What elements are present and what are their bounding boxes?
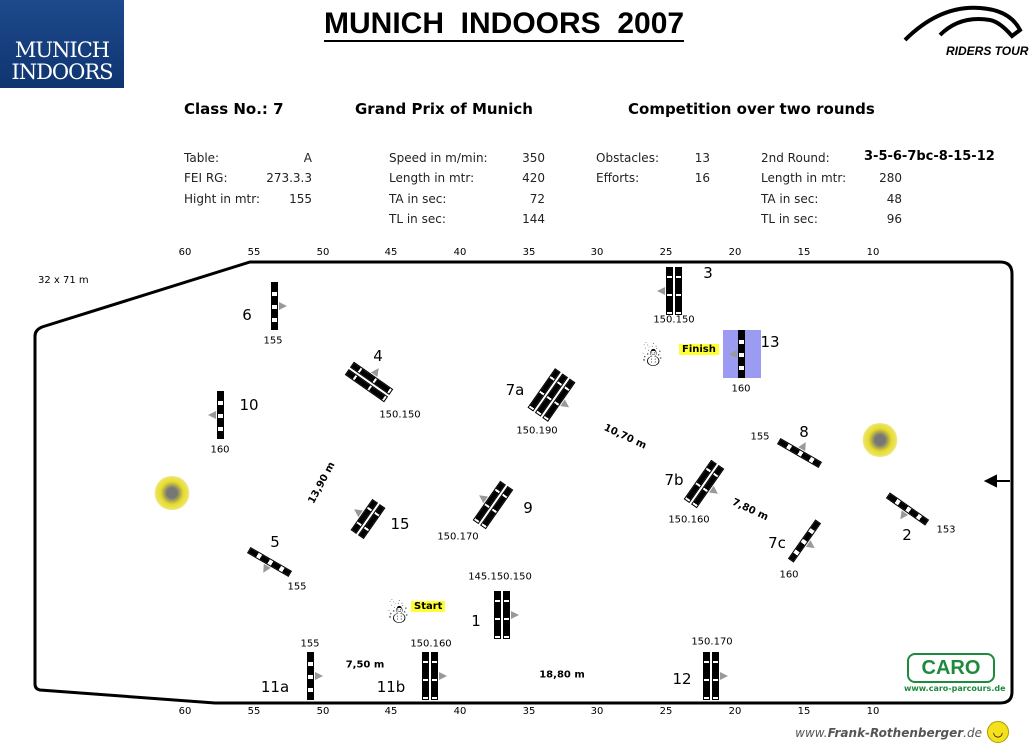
obstacle-13-height: 160 [731, 383, 751, 395]
obstacle-7a-height: 150.190 [516, 425, 558, 437]
page-title: MUNICH INDOORS 2007 [324, 7, 685, 42]
scale-tick-label: 55 [247, 247, 261, 258]
snowman-icon: ☃ [386, 600, 410, 630]
scale-tick-label: 30 [590, 247, 604, 258]
obstacle-7a-number: 7a [505, 381, 525, 399]
scale-tick-label: 35 [522, 706, 536, 717]
obstacle-3-height: 150.150 [653, 314, 695, 326]
scale-tick-label: 35 [522, 247, 536, 258]
obstacle-3-number: 3 [703, 264, 713, 282]
obstacle-2-number: 2 [902, 526, 912, 544]
distance-11a-11b: 7,50 m [345, 659, 385, 671]
obstacle-10-number: 10 [239, 396, 259, 414]
obstacle-6 [271, 282, 287, 330]
obstacle-11b [422, 652, 447, 700]
obstacle-11a [307, 652, 323, 700]
obstacle-13-number: 13 [760, 333, 780, 351]
obstacle-11a-height: 155 [300, 638, 320, 650]
caro-logo: CARO [907, 653, 995, 683]
distance-label: 18,80 m [539, 669, 585, 681]
obstacle-11b-height: 150.160 [410, 638, 452, 650]
obstacle-7b-height: 150.160 [668, 514, 710, 526]
scale-tick-label: 30 [590, 706, 604, 717]
obstacle-11b-number: 11b [376, 678, 406, 696]
obstacle-8-number: 8 [799, 423, 809, 441]
obstacle-9-number: 9 [523, 499, 533, 517]
obstacle-13 [729, 330, 745, 378]
obstacle-4-height: 150.150 [379, 409, 421, 421]
entrance-arrow-icon [983, 474, 1010, 488]
scale-tick-label: 60 [178, 706, 192, 717]
class-number: Class No.: 7 [184, 100, 284, 118]
snowman-icon: ☃ [640, 343, 664, 373]
obstacle-12-height: 150.170 [691, 636, 733, 648]
obstacle-12-number: 12 [672, 670, 692, 688]
scale-tick-label: 25 [659, 247, 673, 258]
scale-tick-label: 40 [453, 247, 467, 258]
competition-type: Competition over two rounds [628, 100, 875, 118]
scale-tick-label: 45 [384, 706, 398, 717]
scale-tick-label: 10 [866, 247, 880, 258]
scale-tick-label: 50 [316, 247, 330, 258]
obstacle-5-height: 155 [287, 581, 307, 593]
obstacle-9-height: 150.170 [437, 531, 479, 543]
scale-tick-label: 25 [659, 706, 673, 717]
credit-link[interactable]: www.Frank-Rothenberger.de [795, 726, 982, 740]
scale-tick-label: 45 [384, 247, 398, 258]
scale-tick-label: 20 [728, 247, 742, 258]
scale-tick-label: 20 [728, 706, 742, 717]
obstacle-7c-height: 160 [779, 569, 799, 581]
obstacle-11a-number: 11a [260, 678, 290, 696]
obstacle-15-number: 15 [390, 515, 410, 533]
obstacle-10 [208, 391, 224, 439]
scale-tick-label: 15 [797, 706, 811, 717]
obstacle-6-number: 6 [242, 306, 252, 324]
scale-tick-label: 50 [316, 706, 330, 717]
start-label: Start [411, 601, 446, 612]
bush-decoration [153, 476, 191, 510]
obstacle-7b-number: 7b [664, 471, 684, 489]
finish-label: Finish [679, 344, 719, 355]
obstacle-5-number: 5 [270, 533, 280, 551]
obstacle-1-number: 1 [471, 612, 481, 630]
smiley-icon: ◡ [987, 721, 1009, 743]
riders-tour-logo: RIDERS TOUR [946, 44, 1029, 58]
scale-tick-label: 15 [797, 247, 811, 258]
obstacle-10-height: 160 [210, 444, 230, 456]
caro-url: www.caro-parcours.de [904, 684, 1006, 693]
horse-head-logo [903, 5, 1023, 42]
obstacle-7c-number: 7c [768, 534, 786, 552]
scale-tick-label: 40 [453, 706, 467, 717]
obstacle-3 [657, 267, 682, 315]
obstacle-2-height: 153 [936, 524, 956, 536]
obstacle-1-height: 145.150.150 [468, 571, 532, 583]
obstacle-8-height: 155 [750, 431, 770, 443]
obstacle-12 [703, 652, 728, 700]
obstacle-4-number: 4 [373, 347, 383, 365]
class-name: Grand Prix of Munich [355, 100, 533, 118]
scale-tick-label: 55 [247, 706, 261, 717]
scale-tick-label: 10 [866, 706, 880, 717]
scale-tick-label: 60 [178, 247, 192, 258]
arena-size: 32 x 71 m [38, 275, 89, 286]
obstacle-1 [494, 591, 519, 639]
bush-decoration [861, 423, 899, 457]
obstacle-6-height: 155 [263, 335, 283, 347]
second-round-sequence: 3-5-6-7bc-8-15-12 [864, 149, 995, 164]
